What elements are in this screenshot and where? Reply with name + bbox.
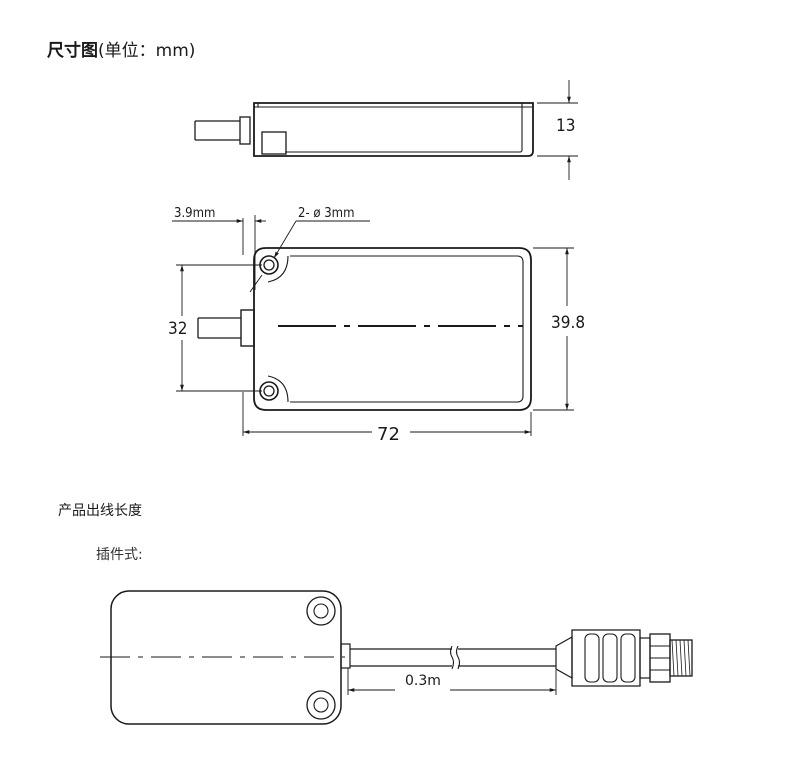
side-view	[194, 80, 578, 180]
page-title-unit: (单位：mm)	[98, 41, 196, 61]
hole-pitch-label: 32	[168, 319, 187, 339]
page-title-bold: 尺寸图	[47, 41, 98, 61]
width-label: 39.8	[551, 313, 585, 333]
cable-drawing	[100, 590, 693, 725]
length-label: 72	[377, 424, 400, 445]
cable-length-section-title: 产品出线长度	[58, 503, 142, 519]
cable-length-label: 0.3m	[405, 673, 441, 689]
page-title: 尺寸图(单位：mm)	[47, 36, 195, 61]
hole-offset-label: 3.9mm	[174, 206, 215, 221]
hole-spec-label: 2- ø 3mm	[298, 206, 354, 221]
side-height-label: 13	[556, 116, 575, 136]
connector-type-label: 插件式:	[96, 547, 143, 563]
top-view	[172, 215, 574, 436]
